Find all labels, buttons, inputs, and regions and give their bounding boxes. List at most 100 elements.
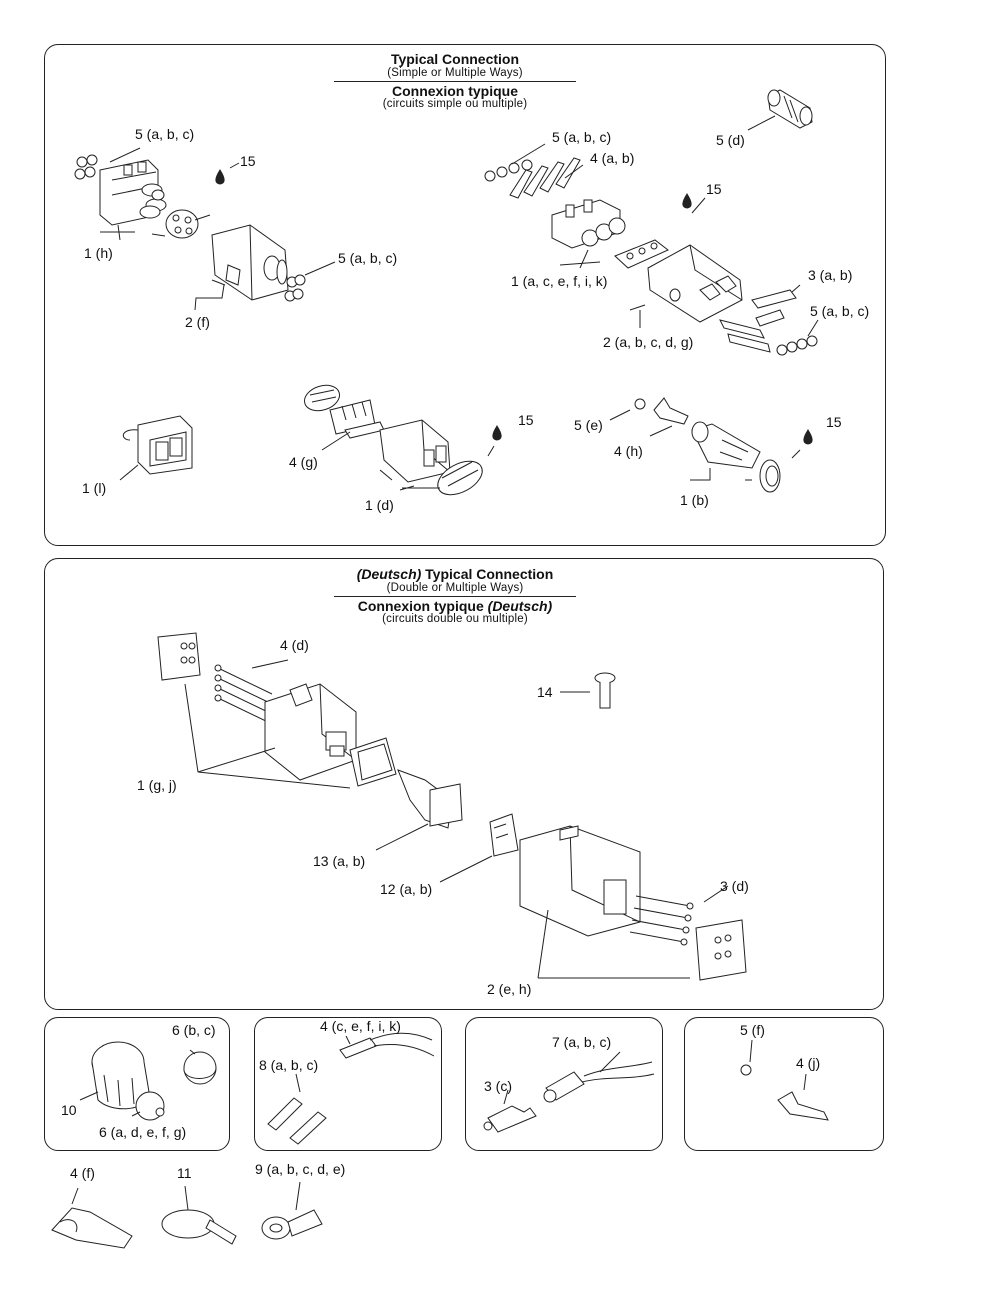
label-s1-15-d: 15 — [826, 414, 842, 430]
section1-title-divider — [334, 80, 576, 82]
grommet-10-icon — [91, 1041, 151, 1110]
section2-title-divider — [334, 595, 576, 597]
pin-14-icon — [594, 672, 616, 709]
label-s1-1h: 1 (h) — [84, 245, 113, 261]
label-s1-1b: 1 (b) — [680, 492, 709, 508]
terminals-4g-icon — [329, 399, 385, 439]
terminal-4f-icon — [51, 1207, 133, 1249]
label-s1-1l: 1 (l) — [82, 480, 107, 496]
label-f-11: 11 — [177, 1165, 192, 1181]
label-s1-5e: 5 (e) — [574, 417, 603, 433]
label-s2-1gj: 1 (g, j) — [137, 777, 177, 793]
label-s2-4d: 4 (d) — [280, 637, 309, 653]
label-s1-4ab: 4 (a, b) — [590, 150, 635, 166]
part-5d-icon — [767, 89, 813, 129]
section2-title-block: (Deutsch) Typical Connection (Double or … — [330, 567, 580, 626]
section2-title-fr-text: Connexion typique — [357, 597, 484, 614]
ring-terminal-9abcde-icon — [261, 1209, 323, 1240]
terminals-3ab-icon — [719, 289, 797, 353]
sealant-drop-icon-c — [492, 425, 502, 441]
label-b3-3c: 3 (c) — [484, 1078, 512, 1094]
seal-row-right-icon — [776, 335, 818, 356]
butt-splice-8abc-icon — [267, 1097, 327, 1145]
label-s1-4g: 4 (g) — [289, 454, 318, 470]
seal-1d-bottom-icon — [437, 460, 483, 496]
section2-title-en-text: Typical Connection — [425, 566, 554, 582]
connector-1d-icon — [379, 419, 451, 483]
section2-title-fr: Connexion typique (Deutsch) — [330, 597, 580, 614]
label-s1-15-b: 15 — [706, 181, 722, 197]
label-s2-2eh: 2 (e, h) — [487, 981, 532, 997]
label-b2-4cefik: 4 (c, e, f, i, k) — [320, 1018, 401, 1034]
label-s1-1acefik: 1 (a, c, e, f, i, k) — [511, 273, 608, 289]
label-s2-3d: 3 (d) — [720, 878, 749, 894]
sealant-drop-icon-b — [682, 193, 692, 209]
section2-subtitle-en: (Double or Multiple Ways) — [386, 581, 524, 594]
label-b3-7abc: 7 (a, b, c) — [552, 1034, 612, 1050]
section2-title-en-italic: (Deutsch) — [356, 566, 422, 582]
label-s1-5abc-c: 5 (a, b, c) — [552, 129, 612, 145]
seal-plate-right-icon — [614, 239, 669, 269]
label-s1-2f: 2 (f) — [185, 314, 210, 330]
terminals-4ab-icon — [509, 157, 581, 199]
label-s1-1d: 1 (d) — [365, 497, 394, 513]
connector-1acefik-icon — [551, 199, 626, 249]
connector-1b-icon — [691, 421, 761, 469]
terminal-4h-icon — [653, 397, 689, 425]
seal-group-mid-left-icon — [284, 274, 306, 302]
label-b1-6bc: 6 (b, c) — [172, 1022, 216, 1038]
contacts-3d-icon — [629, 895, 694, 946]
label-s1-5d: 5 (d) — [716, 132, 745, 148]
seal-row-top-right-icon — [484, 159, 533, 182]
label-f-4f: 4 (f) — [70, 1165, 95, 1181]
grommet-6bc-icon — [183, 1051, 217, 1085]
sealant-drop-icon-a — [215, 169, 225, 185]
sealant-drop-icon-d — [803, 429, 813, 445]
label-s2-12ab: 12 (a, b) — [380, 881, 433, 897]
seal-1gj-icon — [349, 737, 397, 787]
grommet-6adefg-icon — [135, 1091, 165, 1121]
receptacle-1gj-icon — [264, 683, 357, 781]
seal-5f-icon — [740, 1064, 752, 1076]
label-s1-15-a: 15 — [240, 153, 256, 169]
seal-group-top-left-icon — [74, 154, 98, 180]
connector-1l-icon — [122, 415, 193, 475]
label-b2-8abc: 8 (a, b, c) — [259, 1057, 319, 1073]
terminal-4cefik-icon — [339, 1032, 435, 1059]
section2-title-fr-italic: (Deutsch) — [487, 597, 553, 614]
label-s2-14: 14 — [537, 684, 553, 700]
label-s1-2abcdg: 2 (a, b, c, d, g) — [603, 334, 694, 350]
section1-subtitle-fr: (circuits simple ou multiple) — [382, 98, 528, 111]
connector-2abcdg-icon — [647, 244, 743, 323]
label-s1-5abc-d: 5 (a, b, c) — [810, 303, 870, 319]
label-b1-10: 10 — [61, 1102, 77, 1118]
label-s1-5abc-b: 5 (a, b, c) — [338, 250, 398, 266]
section1-title-block: Typical Connection (Simple or Multiple W… — [330, 52, 580, 111]
connector-1h-icon — [99, 159, 167, 226]
plug-2eh-icon — [519, 825, 641, 937]
section1-subtitle-en: (Simple or Multiple Ways) — [387, 66, 523, 79]
label-s1-15-c: 15 — [518, 412, 534, 428]
label-s1-3ab: 3 (a, b) — [808, 267, 853, 283]
label-f-9abcde: 9 (a, b, c, d, e) — [255, 1161, 346, 1177]
section2-subtitle-fr: (circuits double ou multiple) — [382, 613, 528, 626]
connector-2f-icon — [211, 224, 289, 301]
label-b1-6adefg: 6 (a, d, e, f, g) — [99, 1124, 187, 1140]
seal-1d-top-icon — [303, 384, 341, 412]
section1-title-fr: Connexion typique — [392, 82, 518, 99]
section2-title-en: (Deutsch) Typical Connection — [330, 567, 580, 582]
terminal-3c-icon — [483, 1105, 537, 1133]
wedge-lock-bottom-icon — [695, 919, 747, 981]
wedge-lock-12ab-icon — [489, 813, 519, 857]
label-b4-5f: 5 (f) — [740, 1022, 765, 1038]
label-s1-4h: 4 (h) — [614, 443, 643, 459]
wedge-13ab-icon — [397, 769, 463, 829]
wedge-lock-top-icon — [157, 632, 201, 681]
seal-1b-icon — [759, 459, 781, 493]
deutsch-connection-panel — [44, 558, 884, 1010]
contacts-4d-icon — [214, 664, 273, 725]
label-s1-5abc-a: 5 (a, b, c) — [135, 126, 195, 142]
seal-5e-icon — [634, 398, 646, 410]
sealed-splice-7abc-icon — [543, 1061, 655, 1103]
